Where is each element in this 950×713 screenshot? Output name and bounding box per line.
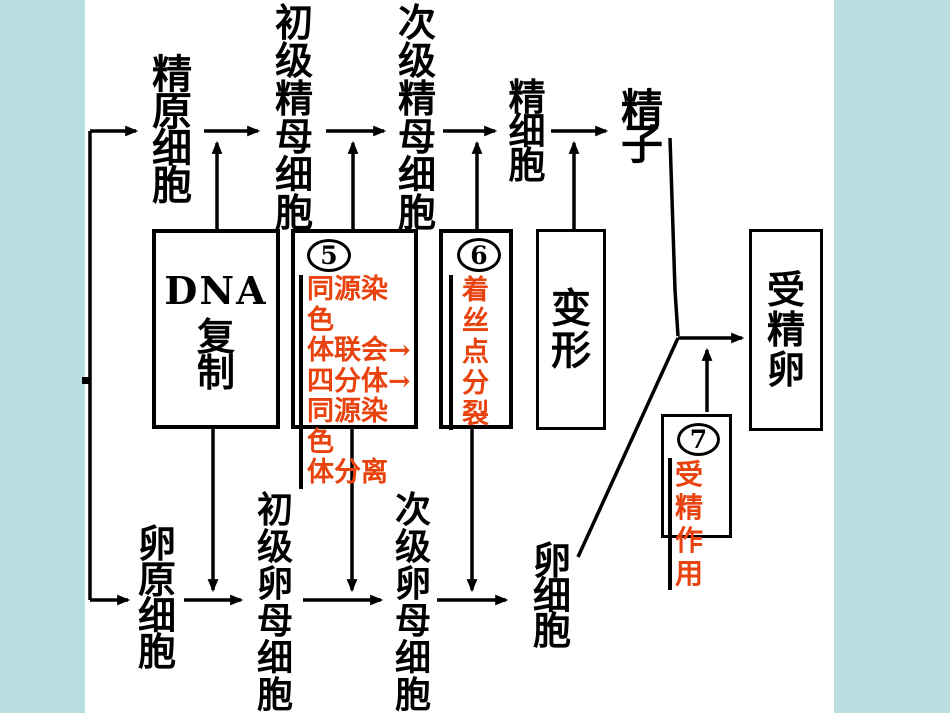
label-spermatogonium: 精 原 细 胞 xyxy=(152,51,192,209)
dna-replication-text-en: DNA xyxy=(164,267,268,313)
step5-number-badge: 5 xyxy=(307,239,351,272)
step6-number-badge: 6 xyxy=(457,238,501,272)
transformation-label: 变 形 xyxy=(551,284,591,374)
left-margin-strip xyxy=(0,0,85,713)
label-primary-oocyte: 初 级 卵 母 细 胞 xyxy=(256,489,293,713)
sperm-descender-line xyxy=(668,137,680,337)
step7-annotation: 受精 作用 xyxy=(668,458,729,590)
step6-annotation: 着 丝 点 分 裂 xyxy=(449,275,509,430)
step5-annotation: 同源染色 体联会→ 四分体→ 同源染色 体分离 xyxy=(299,274,414,489)
step6-box: 6 着 丝 点 分 裂 xyxy=(439,229,513,430)
transformation-box: 变 形 xyxy=(536,229,606,430)
step7-number-badge: 7 xyxy=(677,423,720,456)
label-primary-spermatocyte: 初 级 精 母 细 胞 xyxy=(274,0,313,235)
fertilized-egg-box: 受 精 卵 xyxy=(749,229,823,431)
fertilized-egg-label: 受 精 卵 xyxy=(766,267,805,392)
right-margin-strip xyxy=(834,0,950,713)
label-oogonium: 卵 原 细 胞 xyxy=(137,521,176,674)
label-spermatid: 精 细 胞 xyxy=(508,75,546,187)
dna-replication-text-cn: 复 制 xyxy=(196,313,235,395)
dna-replication-box: DNA 复 制 xyxy=(152,229,280,429)
step5-box: 5 同源染色 体联会→ 四分体→ 同源染色 体分离 xyxy=(291,229,418,489)
label-egg-cell: 卵 细 胞 xyxy=(532,538,571,653)
label-sperm: 精 子 xyxy=(620,85,663,169)
label-secondary-spermatocyte: 次 级 精 母 细 胞 xyxy=(397,0,436,235)
label-secondary-oocyte: 次 级 卵 母 细 胞 xyxy=(394,489,431,713)
step7-box: 7 受精 作用 xyxy=(661,414,732,590)
